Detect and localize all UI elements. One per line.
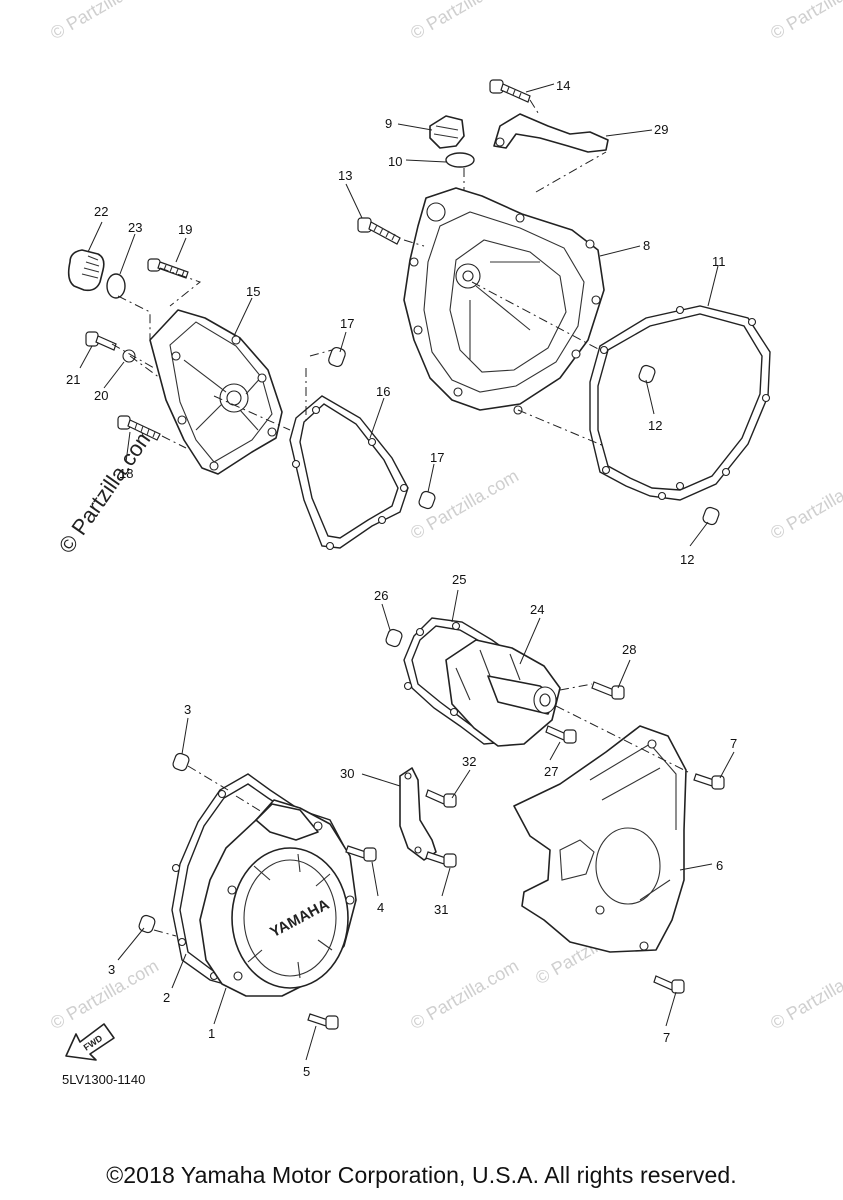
bolt-18[interactable] — [117, 415, 161, 441]
callout-14: 14 — [556, 78, 570, 93]
callout-21: 21 — [66, 372, 80, 387]
callout-15: 15 — [246, 284, 260, 299]
callout-7a: 7 — [730, 736, 737, 751]
callout-22: 22 — [94, 204, 108, 219]
callout-26: 26 — [374, 588, 388, 603]
bolt-7b[interactable] — [653, 975, 685, 994]
bolt-7a[interactable] — [693, 773, 725, 790]
dowel-pin-3b[interactable] — [138, 914, 157, 934]
leader-lines — [79, 83, 735, 1061]
callout-9: 9 — [385, 116, 392, 131]
callout-31: 31 — [434, 902, 448, 917]
dowel-pin-12b[interactable] — [702, 506, 721, 526]
dowel-pin-26[interactable] — [385, 628, 404, 648]
callout-8: 8 — [643, 238, 650, 253]
sprocket-cover-6[interactable] — [513, 725, 687, 953]
bolt-13[interactable] — [357, 217, 401, 245]
bolt-32[interactable] — [425, 789, 457, 808]
callout-28: 28 — [622, 642, 636, 657]
clutch-cover-8[interactable] — [403, 187, 605, 415]
callout-20: 20 — [94, 388, 108, 403]
callout-24: 24 — [530, 602, 544, 617]
o-ring-23[interactable] — [106, 273, 126, 299]
callout-1: 1 — [208, 1026, 215, 1041]
callout-numbers: 1 2 3 3 4 5 6 7 7 8 9 10 11 12 12 13 14 … — [66, 78, 737, 1079]
callout-12b: 12 — [680, 552, 694, 567]
bolt-14[interactable] — [489, 79, 531, 103]
watermark: © Partzilla.com — [767, 0, 843, 43]
callout-19: 19 — [178, 222, 192, 237]
bolt-5[interactable] — [307, 1013, 339, 1030]
callout-13: 13 — [338, 168, 352, 183]
callout-7b: 7 — [663, 1030, 670, 1045]
dowel-pin-12a[interactable] — [638, 364, 657, 384]
watermark: © Partzilla.com — [407, 955, 522, 1033]
callout-17a: 17 — [340, 316, 354, 331]
bolt-21[interactable] — [85, 331, 117, 351]
callout-10: 10 — [388, 154, 402, 169]
callout-32: 32 — [462, 754, 476, 769]
copyright-notice: ©2018 Yamaha Motor Corporation, U.S.A. A… — [106, 1162, 737, 1188]
bracket-29[interactable] — [493, 113, 609, 153]
washer-20[interactable] — [122, 349, 136, 363]
diagram-code: 5LV1300-1140 — [62, 1072, 146, 1087]
callout-30: 30 — [340, 766, 354, 781]
crankcase-cover-15[interactable] — [149, 309, 283, 475]
dowel-pin-17b[interactable] — [418, 490, 437, 510]
dowel-pin-3a[interactable] — [172, 752, 191, 772]
callout-23: 23 — [128, 220, 142, 235]
fwd-arrow-icon: FWD — [65, 1023, 115, 1061]
callout-16: 16 — [376, 384, 390, 399]
callout-3a: 3 — [184, 702, 191, 717]
watermark: © Partzilla.com — [767, 465, 843, 543]
bracket-30[interactable] — [399, 767, 437, 861]
watermark: © Partzilla.com — [407, 0, 522, 43]
dowel-pin-17a[interactable] — [327, 346, 346, 368]
callout-3b: 3 — [108, 962, 115, 977]
o-ring-10[interactable] — [445, 152, 475, 168]
bolt-31[interactable] — [425, 851, 457, 868]
callout-11: 11 — [712, 254, 726, 269]
callout-27: 27 — [544, 764, 558, 779]
bolt-28[interactable] — [591, 681, 625, 700]
oil-filler-cap-plug[interactable] — [67, 249, 105, 292]
watermark-layer: © Partzilla.com © Partzilla.com © Partzi… — [47, 0, 843, 1033]
watermark-main: © Partzilla.com — [54, 422, 160, 558]
callout-2: 2 — [163, 990, 170, 1005]
oil-filler-plug-9[interactable] — [429, 115, 465, 149]
gasket-11[interactable] — [589, 305, 771, 501]
bolt-19[interactable] — [147, 258, 189, 279]
watermark: © Partzilla.com — [47, 955, 162, 1033]
bolt-27[interactable] — [545, 725, 577, 744]
watermark: © Partzilla.com — [767, 955, 843, 1033]
watermark: © Partzilla.com — [47, 0, 162, 43]
generator-cover-1[interactable]: YAMAHA — [199, 799, 357, 997]
callout-5: 5 — [303, 1064, 310, 1079]
callout-12a: 12 — [648, 418, 662, 433]
callout-6: 6 — [716, 858, 723, 873]
bolt-4[interactable] — [345, 845, 377, 862]
callout-4: 4 — [377, 900, 384, 915]
callout-25: 25 — [452, 572, 466, 587]
callout-29: 29 — [654, 122, 668, 137]
callout-18: 18 — [119, 466, 133, 481]
gasket-16[interactable] — [289, 395, 409, 551]
alignment-lines — [111, 99, 689, 937]
callout-17b: 17 — [430, 450, 444, 465]
cover-24[interactable] — [445, 639, 561, 747]
